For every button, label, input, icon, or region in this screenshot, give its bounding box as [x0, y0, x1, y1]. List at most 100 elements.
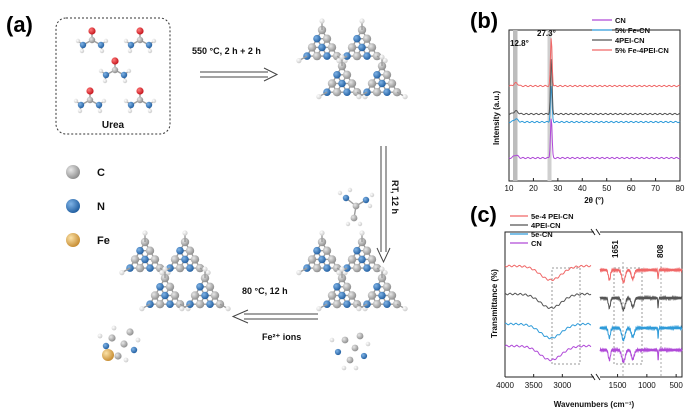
- urea-label: Urea: [102, 120, 125, 131]
- atom-n: [95, 101, 103, 109]
- atom-h: [97, 333, 103, 339]
- atom-c: [165, 282, 175, 291]
- atom-n: [338, 79, 346, 88]
- atom-c: [322, 246, 332, 255]
- atom-n: [373, 283, 381, 291]
- ftir-peak-1651: 1651: [611, 240, 620, 258]
- atom-c: [352, 202, 360, 210]
- atom-c: [210, 291, 220, 300]
- atom-c: [114, 352, 122, 360]
- atom-n: [318, 43, 326, 52]
- atom-c: [350, 214, 358, 222]
- atom-n: [313, 246, 321, 255]
- ftir-tick-label: 3000: [553, 381, 571, 390]
- atom-c: [120, 340, 128, 348]
- atom-h: [357, 221, 363, 227]
- ftir-curve-right-2: [599, 324, 683, 342]
- atom-c: [111, 66, 119, 74]
- atom-n: [66, 199, 80, 213]
- atom-c: [170, 255, 180, 264]
- atom-c: [347, 43, 357, 52]
- atom-c: [150, 291, 160, 300]
- fe-ions-label: Fe²⁺ ions: [262, 332, 301, 342]
- atom-c: [190, 291, 200, 300]
- atom-n: [373, 71, 381, 79]
- xrd-legend-label: 5% Fe-4PEI-CN: [615, 46, 669, 55]
- xrd-legend-label: 5% Fe-CN: [615, 26, 650, 35]
- atom-h: [101, 98, 107, 104]
- ftir-tick-label: 500: [669, 381, 683, 390]
- atom-n: [343, 300, 351, 309]
- xrd-tick-label: 40: [578, 184, 587, 193]
- atom-c: [351, 344, 359, 352]
- atom-h: [202, 266, 208, 272]
- atom-h: [147, 48, 153, 54]
- atom-n: [145, 41, 153, 49]
- atom-n: [127, 101, 135, 109]
- atom-c: [136, 36, 144, 44]
- atom-n: [176, 246, 184, 255]
- urea-molecules: [73, 27, 157, 114]
- atom-h: [382, 58, 388, 64]
- xrd-legend-label: CN: [615, 16, 626, 25]
- atom-h: [182, 230, 188, 236]
- atom-h: [359, 230, 365, 236]
- atom-n: [206, 300, 214, 309]
- step2-arrow: [376, 146, 391, 264]
- atom-h: [402, 94, 408, 100]
- atom-c: [382, 70, 392, 80]
- atom-n: [383, 300, 391, 309]
- atom-h: [126, 68, 132, 74]
- atom-n: [360, 352, 368, 360]
- atom-n: [318, 255, 326, 264]
- xrd-ylabel: Intensity (a.u.): [492, 90, 501, 145]
- pei-c3n4-structure: [296, 230, 408, 371]
- xrd-curve-1: [508, 86, 681, 124]
- atom-h: [122, 78, 128, 84]
- ftir-tick-label: 3500: [525, 381, 543, 390]
- ftir-curve-right-3: [599, 346, 683, 364]
- atom-h: [296, 58, 302, 64]
- atom-n: [353, 246, 361, 255]
- atom-c: [322, 34, 332, 43]
- g-c3n4-structure: [296, 18, 408, 100]
- atom-h: [123, 357, 129, 363]
- atom-c: [367, 255, 377, 264]
- atom-c: [327, 79, 337, 88]
- atom-n: [363, 52, 371, 60]
- ftir-curve-left-0: [504, 264, 592, 282]
- atom-h: [365, 341, 371, 347]
- atom-o: [86, 87, 94, 95]
- ftir-box-fp: [613, 267, 643, 365]
- step1-label: 550 °C, 2 h + 2 h: [192, 46, 261, 56]
- atom-c: [372, 263, 382, 273]
- atom-n: [156, 283, 164, 291]
- xrd-band-128: [513, 30, 518, 181]
- atom-c: [150, 255, 160, 264]
- panel-label-c: (c): [470, 202, 497, 227]
- atom-h: [119, 270, 125, 276]
- xrd-tick-label: 20: [529, 184, 538, 193]
- atom-h: [339, 54, 345, 60]
- atom-c: [362, 246, 372, 255]
- atom-c: [347, 79, 357, 88]
- xrd-tick-label: 70: [651, 184, 660, 193]
- xrd-legend-label: 4PEI-CN: [615, 36, 645, 45]
- atom-c: [175, 263, 185, 273]
- atom-h: [316, 306, 322, 312]
- atom-n: [186, 264, 194, 272]
- atom-c: [372, 300, 382, 309]
- ftir-peak-808: 808: [656, 244, 665, 258]
- atom-fe: [102, 349, 114, 361]
- atom-n: [343, 88, 351, 96]
- atom-n: [97, 41, 105, 49]
- atom-c: [145, 246, 155, 255]
- atom-o: [136, 87, 144, 95]
- atom-n: [161, 291, 169, 300]
- atom-c: [367, 43, 377, 52]
- atom-n: [363, 264, 371, 272]
- atom-n: [145, 101, 153, 109]
